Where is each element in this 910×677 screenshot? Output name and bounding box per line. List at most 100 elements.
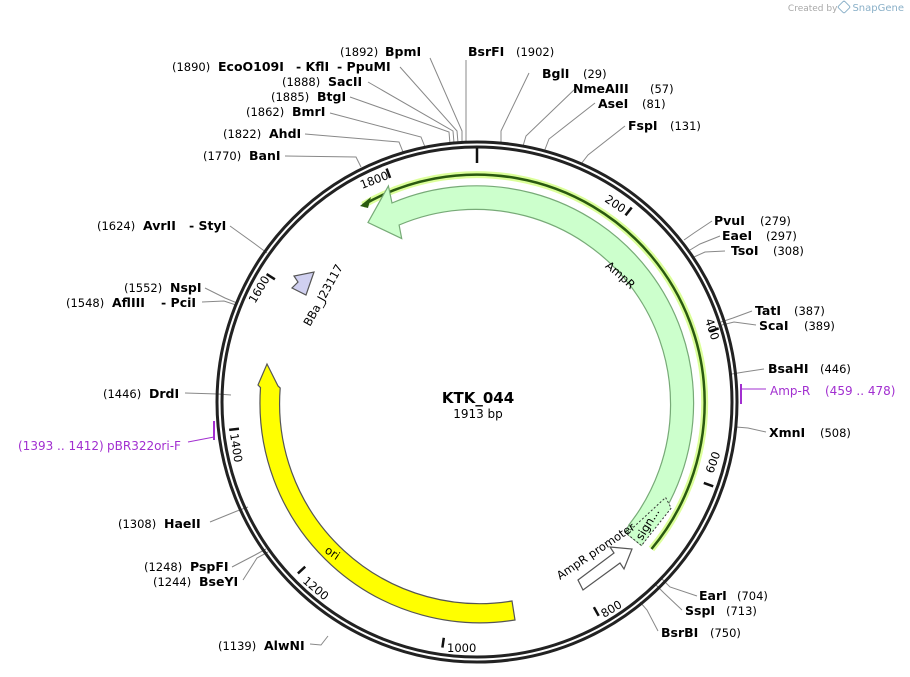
- svg-text:(1248): (1248): [144, 560, 182, 574]
- svg-text:BsrBI: BsrBI: [661, 625, 698, 640]
- enzyme-haeii[interactable]: (1308)HaeII: [118, 516, 201, 531]
- svg-text:(1770): (1770): [203, 149, 241, 163]
- svg-text:BsrFI: BsrFI: [468, 44, 504, 59]
- enzyme-btgi[interactable]: (1885)BtgI: [271, 89, 346, 104]
- snapgene-credit: Created by SnapGene: [787, 0, 904, 15]
- svg-text:XmnI: XmnI: [769, 425, 805, 440]
- enzyme-ecoo109i[interactable]: (1890) EcoO109I - KflI - PpuMI: [172, 59, 391, 74]
- svg-text:- PciI: - PciI: [161, 295, 196, 310]
- svg-text:(1885): (1885): [271, 90, 309, 104]
- position-ticks: [229, 168, 720, 648]
- primer-amp-r[interactable]: Amp-R (459 .. 478): [740, 384, 895, 404]
- enzyme-tati[interactable]: TatI(387): [755, 303, 825, 318]
- svg-text:HaeII: HaeII: [164, 516, 201, 531]
- svg-text:NspI: NspI: [170, 280, 202, 295]
- svg-text:(81): (81): [642, 97, 666, 111]
- tick-1400: [229, 427, 240, 432]
- enzyme-bgli[interactable]: BglI(29): [542, 66, 607, 81]
- enzyme-labels-right: BglI(29) NmeAIII(57) AseI(81) FspI(131) …: [542, 66, 851, 640]
- svg-text:(1139): (1139): [218, 639, 256, 653]
- svg-text:BsaHI: BsaHI: [768, 361, 809, 376]
- enzyme-eaei[interactable]: EaeI (297): [722, 228, 797, 243]
- svg-text:EcoO109I: EcoO109I: [218, 59, 284, 74]
- svg-text:AflIII: AflIII: [112, 295, 145, 310]
- enzyme-nmeaiii[interactable]: NmeAIII (57): [573, 81, 674, 96]
- svg-text:- PpuMI: - PpuMI: [337, 59, 391, 74]
- enzyme-nspi[interactable]: (1552)NspI: [124, 280, 202, 295]
- svg-text:DrdI: DrdI: [149, 386, 179, 401]
- svg-text:(1888): (1888): [282, 75, 320, 89]
- svg-text:(1890): (1890): [172, 60, 210, 74]
- plasmid-length: 1913 bp: [453, 407, 503, 421]
- enzyme-alwni[interactable]: (1139)AlwNI: [218, 638, 305, 653]
- enzyme-ahdi[interactable]: (1822)AhdI: [223, 126, 301, 141]
- svg-text:EaeI: EaeI: [722, 228, 752, 243]
- svg-text:SacII: SacII: [328, 74, 362, 89]
- svg-text:(1902): (1902): [516, 45, 554, 59]
- enzyme-pspfi[interactable]: (1248) PspFI: [144, 559, 229, 574]
- enzyme-fspi[interactable]: FspI(131): [628, 118, 701, 133]
- enzyme-asei[interactable]: AseI(81): [598, 96, 666, 111]
- enzyme-bani[interactable]: (1770) BanI: [203, 148, 281, 163]
- svg-text:(1822): (1822): [223, 127, 261, 141]
- svg-text:(1862): (1862): [246, 105, 284, 119]
- svg-text:AvrII: AvrII: [143, 218, 176, 233]
- svg-text:- KflI: - KflI: [296, 59, 329, 74]
- enzyme-avrii[interactable]: (1624)AvrII- StyI: [97, 218, 226, 233]
- svg-text:(57): (57): [650, 82, 674, 96]
- primer-pbr322ori-f[interactable]: (1393 .. 1412) pBR322ori-F: [18, 421, 215, 453]
- svg-text:(131): (131): [670, 119, 701, 133]
- ampr-orf-line: [360, 171, 709, 552]
- credit-brand: SnapGene: [852, 3, 904, 14]
- svg-text:BmrI: BmrI: [292, 104, 325, 119]
- svg-text:PvuI: PvuI: [714, 213, 745, 228]
- enzyme-tsoi[interactable]: TsoI(308): [731, 243, 804, 258]
- enzyme-bsrfi[interactable]: BsrFI (1902): [468, 44, 554, 59]
- enzyme-eari[interactable]: EarI (704): [699, 588, 768, 603]
- enzyme-drdi[interactable]: (1446)DrdI: [103, 386, 179, 401]
- svg-text:EarI: EarI: [699, 588, 727, 603]
- enzyme-bseyi[interactable]: (1244)BseYI: [153, 574, 238, 589]
- feature-ampr[interactable]: AmpR sign...: [367, 184, 695, 547]
- tick-1000: [441, 637, 446, 648]
- svg-text:(387): (387): [794, 304, 825, 318]
- tick-1800: [385, 168, 392, 179]
- enzyme-sspi[interactable]: SspI(713): [685, 603, 757, 618]
- enzyme-scai[interactable]: ScaI(389): [759, 318, 835, 333]
- plasmid-backbone: [215, 140, 739, 664]
- svg-text:(750): (750): [710, 626, 741, 640]
- bba-j23117-label: BBa_J23117: [300, 262, 345, 329]
- feature-ori[interactable]: ori: [257, 362, 516, 624]
- tick-600: [703, 481, 714, 488]
- svg-text:SspI: SspI: [685, 603, 715, 618]
- primer-pbr322ori-f-name: pBR322ori-F: [107, 439, 181, 453]
- enzyme-xmni[interactable]: XmnI (508): [769, 425, 851, 440]
- enzyme-bmri[interactable]: (1862) BmrI: [246, 104, 325, 119]
- svg-text:(1244): (1244): [153, 575, 191, 589]
- primer-amp-r-name: Amp-R: [770, 384, 810, 398]
- enzyme-sacii[interactable]: (1888) SacII: [282, 74, 362, 89]
- svg-text:- StyI: - StyI: [189, 218, 226, 233]
- tick-label-400: 400: [702, 317, 722, 342]
- svg-text:(1548): (1548): [66, 296, 104, 310]
- tick-label-1000: 1000: [447, 641, 476, 655]
- feature-bba-j23117[interactable]: BBa_J23117: [290, 262, 346, 329]
- tick-200: [624, 206, 633, 217]
- feature-ampr-promoter[interactable]: AmpR promoter: [554, 520, 638, 591]
- credit-text: Created by: [787, 4, 838, 14]
- enzyme-bpmi[interactable]: (1892)BpmI: [340, 44, 421, 59]
- svg-text:(508): (508): [820, 426, 851, 440]
- svg-text:NmeAIII: NmeAIII: [573, 81, 629, 96]
- svg-text:BanI: BanI: [249, 148, 281, 163]
- svg-text:(297): (297): [766, 229, 797, 243]
- enzyme-bsrbi[interactable]: BsrBI (750): [661, 625, 741, 640]
- enzyme-leader-lines: [184, 57, 767, 646]
- enzyme-bsahi[interactable]: BsaHI(446): [768, 361, 851, 376]
- enzyme-pvui[interactable]: PvuI(279): [714, 213, 791, 228]
- enzyme-afliii[interactable]: (1548) AflIII - PciI: [66, 295, 196, 310]
- svg-text:(704): (704): [737, 589, 768, 603]
- svg-text:BpmI: BpmI: [385, 44, 421, 59]
- svg-text:PspFI: PspFI: [190, 559, 229, 574]
- svg-text:TsoI: TsoI: [731, 243, 759, 258]
